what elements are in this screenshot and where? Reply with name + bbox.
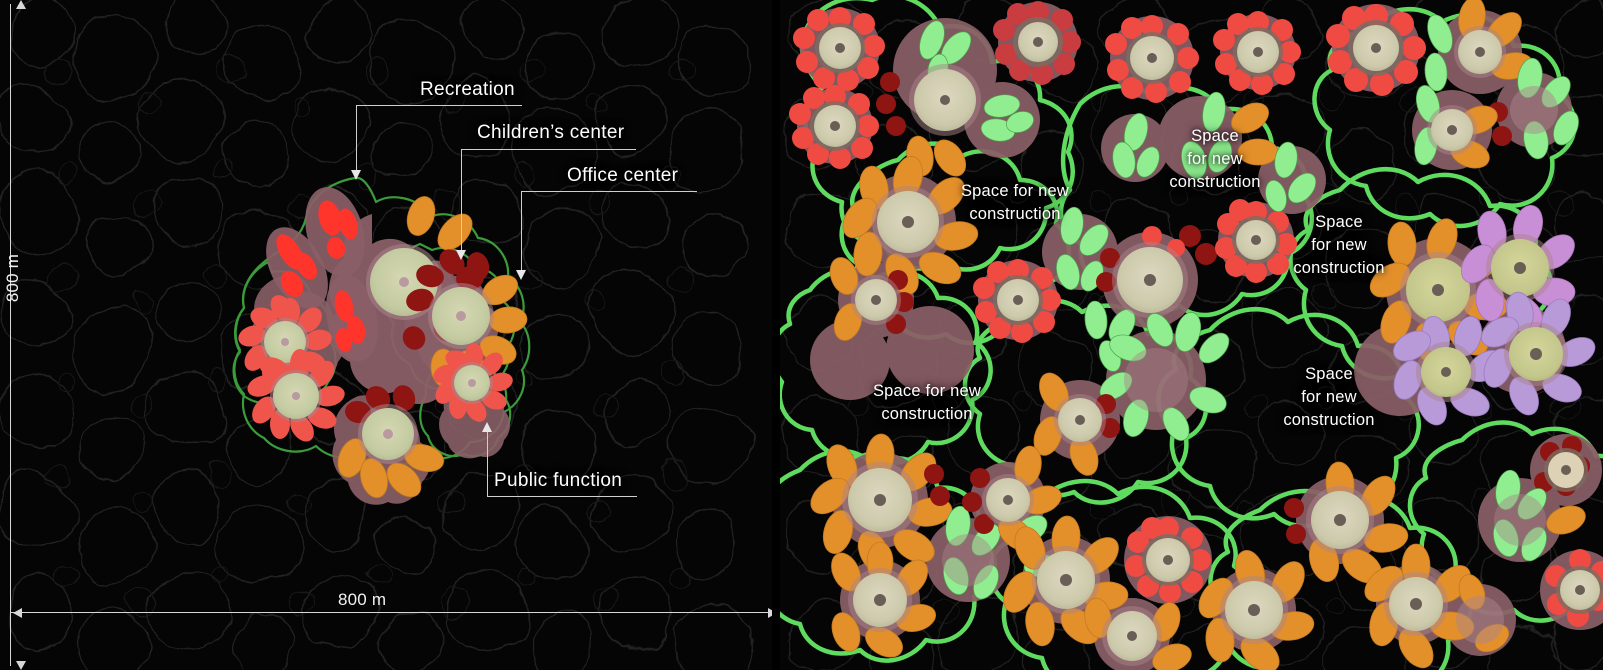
axis-arrow-right [768,608,772,618]
space-label-4-line-2: construction [881,404,973,423]
right-panel: Space for new construction Space for new… [780,0,1603,670]
callout-recreation-leader-v [356,105,357,173]
space-label-1-line-2: construction [969,204,1061,223]
horizontal-scale-axis [10,608,772,618]
space-label-4-line-1: Space for new [872,382,982,400]
space-label-5: Space for new construction [1254,363,1404,431]
horizontal-axis-label: 800 m [338,590,387,609]
callout-childrens-center-label: Children’s center [477,122,625,143]
vertical-axis-label: 800 m [3,253,22,303]
space-label-3: Space for new construction [1264,211,1414,279]
axis-arrow-left [13,608,22,618]
space-label-1: Space for new construction [920,180,1110,226]
space-label-3-line-3: construction [1293,258,1385,277]
callout-childrens-center-leader-v [461,149,462,253]
callout-office-center-leader-v [521,191,522,273]
right-cluster-group [780,0,1603,670]
callout-childrens-center-arrowhead [456,250,466,260]
axis-arrow-up [16,0,26,9]
space-label-5-line-2: for new [1301,387,1357,406]
left-panel: 800 m 800 m Recreation Children’s center… [0,0,772,670]
space-label-2-line-1: Space [1191,127,1239,145]
panel-divider [772,0,780,670]
callout-office-center-arrowhead [516,270,526,280]
space-label-1-line-1: Space for new [960,182,1070,200]
space-label-2-line-2: for new [1187,149,1243,168]
callout-recreation-leader-h [356,105,522,106]
axis-arrow-down [16,661,26,670]
callout-office-center-label: Office center [567,165,679,186]
vertical-scale-axis [10,0,26,670]
callout-recreation-label: Recreation [420,79,515,100]
space-label-4: Space for new construction [832,380,1022,426]
space-label-2-line-3: construction [1169,172,1261,191]
callout-public-function-leader-h [487,496,637,497]
space-label-5-line-3: construction [1283,410,1375,429]
callout-office-center-leader-h [521,191,697,192]
space-label-5-line-1: Space [1305,365,1353,383]
space-label-2: Space for new construction [1140,125,1290,193]
space-label-3-line-2: for new [1311,235,1367,254]
callout-public-function-label: Public function [494,470,623,491]
left-cluster-group [0,0,772,670]
callout-public-function-arrowhead [482,422,492,432]
callout-recreation-arrowhead [351,170,361,180]
callout-public-function-leader-v [487,432,488,496]
left-panel-background-texture [0,0,772,670]
callout-childrens-center-leader-h [461,149,636,150]
space-label-3-line-1: Space [1315,213,1363,231]
